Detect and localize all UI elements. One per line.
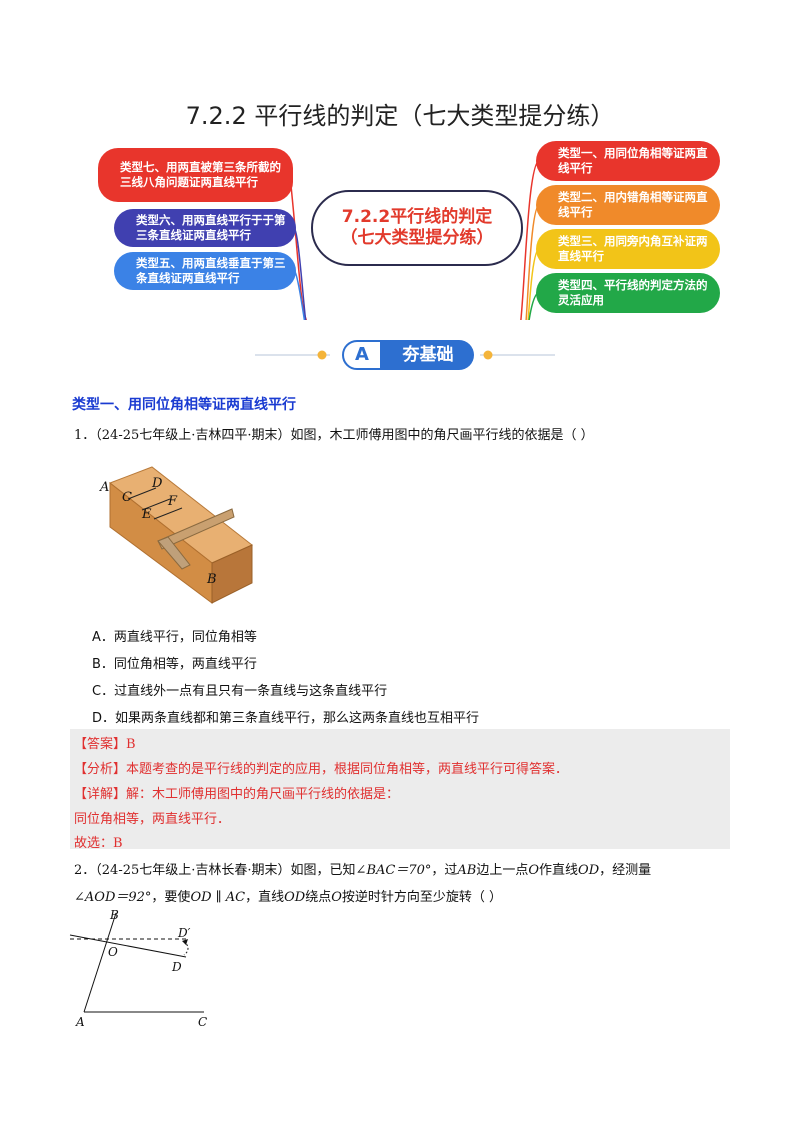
banner-line	[255, 350, 555, 360]
question-text: 如图，木工师傅用图中的角尺画平行线的依据是（ ）	[290, 428, 594, 443]
question-source: （24-25七年级上·吉林四平·期末）	[95, 428, 291, 443]
answer-tag: 【答案】	[74, 737, 127, 752]
mindmap-node-type3: 类型三、用同旁内角互补证两直线平行	[536, 229, 720, 269]
rotation-figure: B O D′ D A C	[69, 908, 207, 1029]
angle-aod: ∠AOD	[74, 890, 116, 905]
parallel-condition: OD ∥ AC	[190, 890, 246, 905]
label-A: A	[75, 1015, 85, 1029]
answer-line: 【答案】B	[74, 733, 136, 752]
question-source: （24-25七年级上·吉林长春·期末）	[95, 863, 291, 878]
choice-line: 故选：B	[74, 836, 123, 851]
analysis-tag: 【分析】	[74, 762, 127, 777]
option-a: A．两直线平行，同位角相等	[92, 630, 257, 645]
label-D: D	[151, 476, 163, 491]
option-d: D．如果两条直线都和第三条直线平行，那么这两条直线也互相平行	[92, 711, 480, 726]
page-title: 7.2.2 平行线的判定（七大类型提分练）	[185, 102, 615, 130]
option-b: B．同位角相等，两直线平行	[92, 657, 257, 672]
option-c: C．过直线外一点有且只有一条直线与这条直线平行	[92, 684, 388, 699]
label-O: O	[108, 945, 118, 959]
mindmap-node-type7: 类型七、用两直被第三条所截的三线八角问题证两直线平行	[98, 148, 293, 202]
mindmap-center: 7.2.2平行线的判定（七大类型提分练）	[311, 190, 523, 266]
mindmap-node-type6: 类型六、用两直线平行于于第三条直线证两直线平行	[114, 209, 296, 247]
label-B: B	[109, 908, 119, 922]
label-B: B	[206, 572, 217, 587]
label-D: D	[171, 960, 182, 974]
analysis-text: 本题考查的是平行线的判定的应用，根据同位角相等，两直线平行可得答案．	[126, 762, 569, 777]
answer-box	[70, 729, 730, 849]
banner-letter: A	[342, 340, 382, 370]
answer-value: B	[126, 737, 136, 752]
banner-text: 夯基础	[382, 340, 474, 370]
label-A: A	[99, 480, 109, 495]
question-2: 2．（24-25七年级上·吉林长春·期末）如图，已知∠BAC＝70°，过AB边上…	[74, 863, 652, 905]
detail-line-2: 同位角相等，两直线平行．	[74, 812, 231, 827]
mindmap-node-type1: 类型一、用同位角相等证两直线平行	[536, 141, 720, 181]
mindmap-node-type2: 类型二、用内错角相等证两直线平行	[536, 185, 720, 225]
question-1: 1．（24-25七年级上·吉林四平·期末）如图，木工师傅用图中的角尺画平行线的依…	[74, 426, 594, 446]
label-F: F	[167, 494, 178, 509]
detail-tag: 【详解】	[74, 787, 127, 802]
label-D-prime: D′	[177, 926, 191, 940]
label-E: E	[141, 507, 152, 522]
carpenter-square-figure: A C D E F B	[92, 455, 282, 610]
detail-text: 解：木工师傅用图中的角尺画平行线的依据是：	[126, 787, 400, 802]
analysis-line: 【分析】本题考查的是平行线的判定的应用，根据同位角相等，两直线平行可得答案．	[74, 758, 568, 777]
label-C: C	[122, 490, 132, 505]
section-heading: 类型一、用同位角相等证两直线平行	[72, 397, 296, 413]
detail-line: 【详解】解：木工师傅用图中的角尺画平行线的依据是：	[74, 783, 399, 802]
mindmap-node-type5: 类型五、用两直线垂直于第三条直线证两直线平行	[114, 252, 296, 290]
mindmap-connectors	[289, 159, 541, 320]
angle-bac: ∠BAC	[355, 863, 396, 878]
question-number: 1．	[74, 428, 96, 443]
mindmap-node-type4: 类型四、平行线的判定方法的灵活应用	[536, 273, 720, 313]
question-number: 2．	[74, 863, 96, 878]
label-C: C	[198, 1015, 207, 1029]
